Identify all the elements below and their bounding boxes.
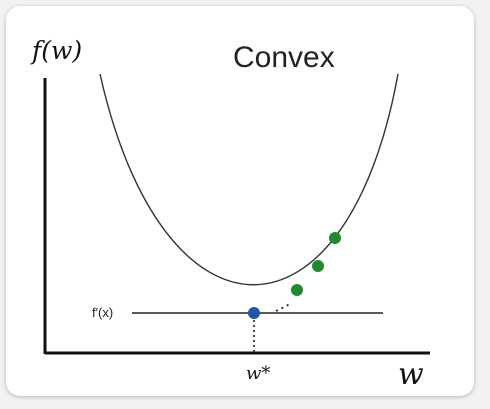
descent-point (312, 260, 324, 272)
minimum-point (248, 307, 260, 319)
diagram-title: Convex (233, 41, 335, 74)
convex-curve (99, 73, 399, 286)
descent-point (329, 232, 341, 244)
minimum-label: w* (246, 363, 270, 384)
tangent-label: f′(x) (92, 305, 113, 320)
x-axis-label: w (398, 357, 424, 392)
descent-path-dots (275, 302, 293, 312)
convex-function-diagram: f(w) Convex f′(x) w* w (30, 36, 430, 392)
y-axis-label: f(w) (30, 36, 82, 65)
descent-point (291, 284, 303, 296)
figure-card: f(w) Convex f′(x) w* w (6, 6, 474, 396)
